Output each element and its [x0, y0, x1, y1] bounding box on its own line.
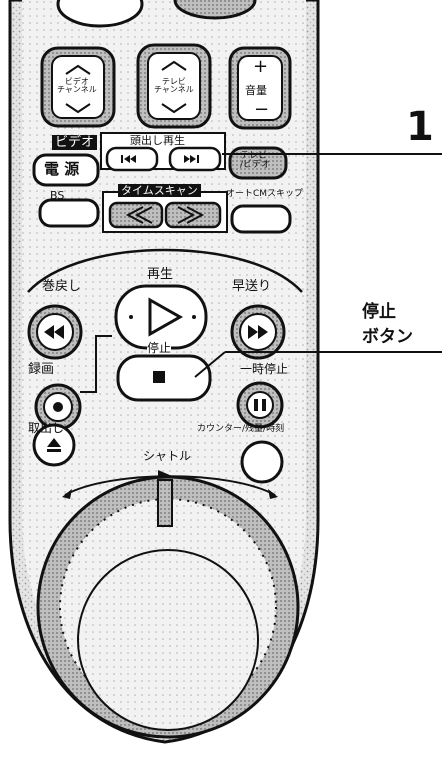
stop-button[interactable] [118, 356, 210, 400]
bs-button[interactable] [40, 200, 98, 226]
head-play-prev-button[interactable] [107, 148, 157, 170]
auto-cm-skip-label: オートCMスキップ [226, 189, 304, 199]
step-number: 1 [406, 104, 434, 150]
record-button[interactable] [36, 385, 80, 429]
head-play-next-button[interactable] [170, 148, 220, 170]
auto-cm-skip-button[interactable] [232, 206, 290, 232]
video-mode-badge: ビデオ [52, 135, 98, 150]
pause-button[interactable] [238, 383, 282, 427]
tv-channel-button[interactable] [138, 45, 210, 127]
play-button[interactable] [116, 286, 206, 348]
eject-label: 取出し [28, 421, 65, 435]
counter-label: カウンター/残量/時刻 [197, 424, 285, 434]
volume-button[interactable] [230, 48, 290, 128]
fast-forward-button[interactable] [232, 306, 284, 358]
stop-callout-line1: 停止 [362, 302, 396, 322]
volume-minus-label: − [254, 99, 270, 120]
volume-label: 音量 [245, 84, 267, 97]
time-scan-label: タイムスキャン [118, 184, 201, 197]
video-channel-label: ビデオ チャンネル [57, 77, 97, 94]
power-button-label[interactable]: 電 源 [44, 160, 80, 178]
head-play-label: 頭出し再生 [130, 134, 185, 147]
pause-label: 一時停止 [240, 362, 289, 376]
bs-label: BS [50, 189, 65, 202]
counter-button[interactable] [242, 442, 282, 482]
rewind-label: 巻戻し [42, 279, 82, 294]
time-scan-back-button[interactable] [110, 203, 162, 227]
eject-button[interactable] [34, 425, 74, 465]
volume-plus-label: + [253, 56, 269, 77]
stop-callout-line2: ボタン [362, 327, 413, 347]
stop-label: 停止 [147, 341, 172, 355]
video-channel-button[interactable] [42, 48, 114, 126]
play-label: 再生 [147, 267, 174, 282]
rewind-button[interactable] [29, 306, 81, 358]
record-label: 録画 [28, 362, 55, 377]
time-scan-forward-button[interactable] [166, 203, 220, 227]
tv-channel-label: テレビ チャンネル [154, 77, 194, 94]
fast-forward-label: 早送り [232, 279, 272, 294]
shuttle-label: シャトル [143, 449, 192, 463]
tv-video-label[interactable]: テレビ /ビデオ [240, 151, 271, 170]
shuttle-dial[interactable] [38, 477, 298, 737]
